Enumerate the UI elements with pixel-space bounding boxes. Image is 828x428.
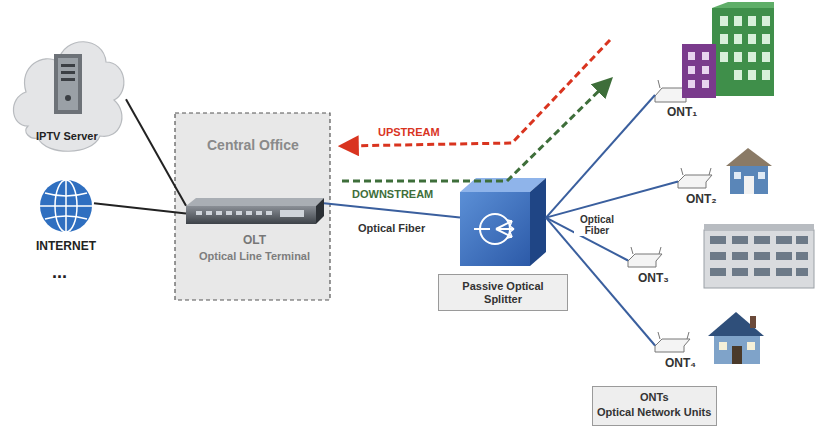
office-region: [175, 113, 330, 300]
olt-device: [186, 198, 324, 224]
node-text: Optical Line Terminal: [199, 250, 310, 263]
fiber-line: [324, 203, 460, 217]
office-region: Central OfficeOLTOptical Line Terminal: [175, 113, 330, 300]
direction-label: UPSTREAM: [378, 126, 440, 139]
node-text: INTERNET: [36, 240, 96, 254]
family-house: [708, 312, 764, 364]
ont-device: [628, 80, 712, 352]
fiber-label: Optical Fiber: [574, 214, 620, 236]
node-text: IPTV Server: [36, 130, 98, 143]
olt-node: OLTOptical Line Terminal: [186, 198, 324, 224]
globe-node: INTERNET: [38, 178, 94, 234]
ont-node: ONT₂: [678, 175, 712, 188]
downstream-arrow: [342, 80, 610, 181]
ont-node: ONT₄: [655, 339, 690, 352]
ont-node: ONT₁: [655, 88, 693, 102]
node-text: ONTs: [640, 391, 669, 404]
node-text: Passive Optical Splitter: [438, 274, 568, 311]
office-buildings: [682, 2, 774, 98]
node-text: ONT₁: [667, 106, 697, 120]
splitter-cube: [460, 178, 546, 266]
apartment-building: [704, 224, 814, 288]
node-text: ONT₂: [686, 193, 717, 207]
node-text: ONT₄: [665, 357, 696, 371]
edge-label: Optical Fiber: [358, 222, 425, 235]
node-text: Optical Network Units: [597, 406, 711, 419]
ellipsis: ...: [52, 262, 67, 283]
network-link: [94, 203, 186, 213]
fiber-line: [546, 182, 678, 218]
globe-icon: [40, 180, 92, 232]
node-text: OLT: [243, 234, 266, 248]
network-link: [126, 99, 186, 206]
small-house: [726, 148, 772, 194]
legend-box: ONTsOptical Network Units: [592, 386, 717, 426]
node-text: ONT₃: [638, 272, 669, 286]
ont-node: ONT₃: [628, 254, 662, 267]
cloud-node: IPTV Server: [8, 18, 126, 158]
node-text: Central Office: [207, 137, 299, 153]
upstream-arrow: [342, 40, 610, 146]
fiber-line: [546, 95, 655, 218]
direction-label: DOWNSTREAM: [352, 188, 433, 201]
splitter-node: Passive Optical Splitter: [460, 178, 546, 266]
